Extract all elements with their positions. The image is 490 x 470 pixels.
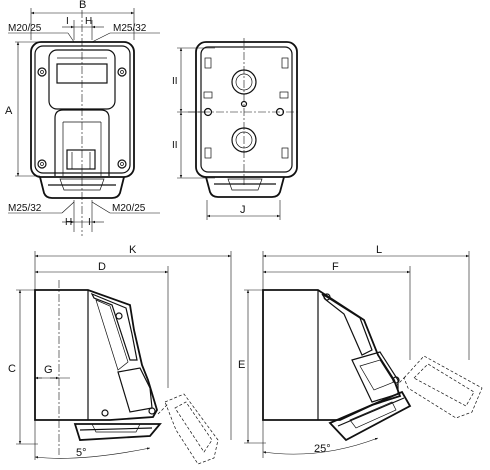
label-K: K [129,244,137,256]
label-E: E [238,359,245,371]
rear-view-labels: II II J [172,76,246,216]
label-I-bottom: I [88,217,91,228]
label-J: J [240,204,246,216]
label-M20-25-top: M20/25 [8,23,42,34]
front-view-labels: B I H M20/25 M25/32 A M25/32 M20/25 H I [5,0,147,228]
label-H-top: H [85,16,92,27]
label-B: B [79,0,86,11]
label-II-upper: II [172,76,178,87]
side-view-open [244,251,483,458]
label-II-lower: II [172,140,178,151]
label-F: F [332,261,339,273]
label-M25-32-bottom: M25/32 [8,203,42,214]
side-view-open-labels: L F E 25° [238,244,382,455]
rear-view [177,38,300,220]
side-view-closed-labels: K D C G 5° [8,244,137,459]
label-D: D [98,261,106,273]
label-A: A [5,105,13,117]
label-angle-25: 25° [314,443,331,455]
label-C: C [8,363,16,375]
label-M20-25-bottom: M20/25 [112,203,146,214]
front-view [8,8,160,236]
label-M25-32-top: M25/32 [113,23,147,34]
label-I-top: I [66,16,69,27]
label-G: G [44,364,53,376]
side-view-closed [16,251,232,465]
label-angle-5: 5° [76,447,87,459]
label-H-bottom: H [65,217,72,228]
label-L: L [376,244,382,256]
